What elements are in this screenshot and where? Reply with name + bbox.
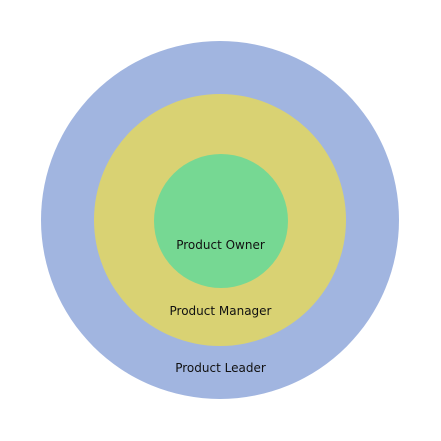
product-leader-label: Product Leader	[175, 361, 266, 375]
product-owner-label: Product Owner	[176, 238, 265, 252]
product-owner-circle	[154, 154, 288, 288]
product-manager-label: Product Manager	[169, 304, 272, 318]
